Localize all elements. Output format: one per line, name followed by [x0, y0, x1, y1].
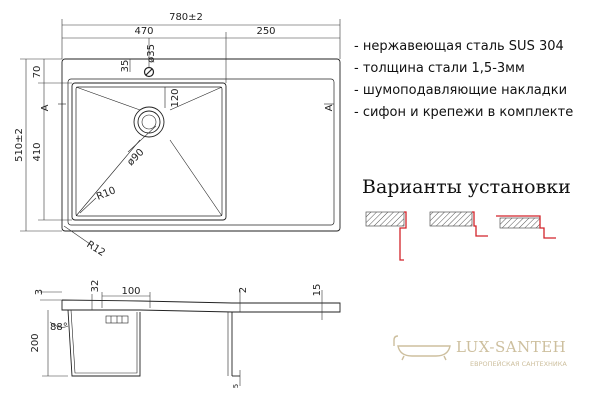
drain-outer [133, 106, 165, 138]
outer-radius-label: R12 [84, 239, 107, 259]
install-variant-3 [496, 215, 556, 239]
bowl-profile [67, 309, 141, 377]
drain-offset-label: 120 [170, 88, 181, 107]
bathtub-icon [393, 335, 451, 361]
drain-inner [137, 110, 161, 134]
slope-label: 2 [238, 287, 249, 293]
bowl-depth-label: 410 [32, 142, 43, 161]
side-section [61, 299, 341, 377]
drainboard-width-label: 250 [256, 26, 275, 37]
brand-tagline: ЕВРОПЕЙСКАЯ САНТЕХНИКА [470, 360, 567, 368]
bowl-width-label: 470 [134, 26, 153, 37]
feature-item: - сифон и крепежи в комплекте [354, 105, 574, 120]
bowl-height-label: 200 [30, 333, 41, 352]
side-section-labels: 3 88° 32 100 2 15 200 5 [30, 280, 323, 389]
overall-depth-label: 510±2 [14, 128, 25, 162]
install-variant-1 [365, 211, 407, 261]
section-mark-left: A [40, 104, 51, 111]
inner-radius-label: R10 [95, 185, 117, 203]
feature-item: - нержавеющая сталь SUS 304 [354, 39, 564, 54]
edge-offset-label: 32 [90, 280, 101, 293]
bowl-outer [71, 82, 227, 221]
brand-logo: LUX-SANTEH [456, 338, 567, 356]
sink-outline [61, 58, 341, 232]
feature-item: - шумоподавляющие накладки [354, 83, 568, 98]
drain-dia-label: ø35 [146, 44, 157, 63]
bowl-inner [75, 86, 223, 217]
install-variant-2 [429, 211, 488, 237]
top-view-dimensions [20, 19, 341, 245]
top-view [58, 58, 341, 232]
section-outline [61, 299, 341, 313]
drainboard-outline [67, 78, 335, 226]
variants-title: Варианты установки [362, 176, 571, 198]
angle-label: 88° [50, 322, 68, 333]
rim-thickness-label: 3 [34, 289, 45, 295]
overall-width-label: 780±2 [169, 12, 203, 23]
top-margin-label: 70 [32, 66, 43, 79]
feature-item: - толщина стали 1,5-3мм [354, 61, 525, 76]
overflow-spacing-label: 100 [121, 286, 140, 297]
tap-offset-label: 35 [120, 60, 131, 73]
side-section-dimensions [40, 290, 323, 386]
outlet-dia-label: ø90 [125, 147, 146, 168]
drainboard-height-label: 15 [312, 284, 323, 297]
bottom-gap-label: 5 [232, 384, 240, 388]
drain-core [141, 114, 157, 130]
section-mark-right: A [324, 104, 335, 111]
